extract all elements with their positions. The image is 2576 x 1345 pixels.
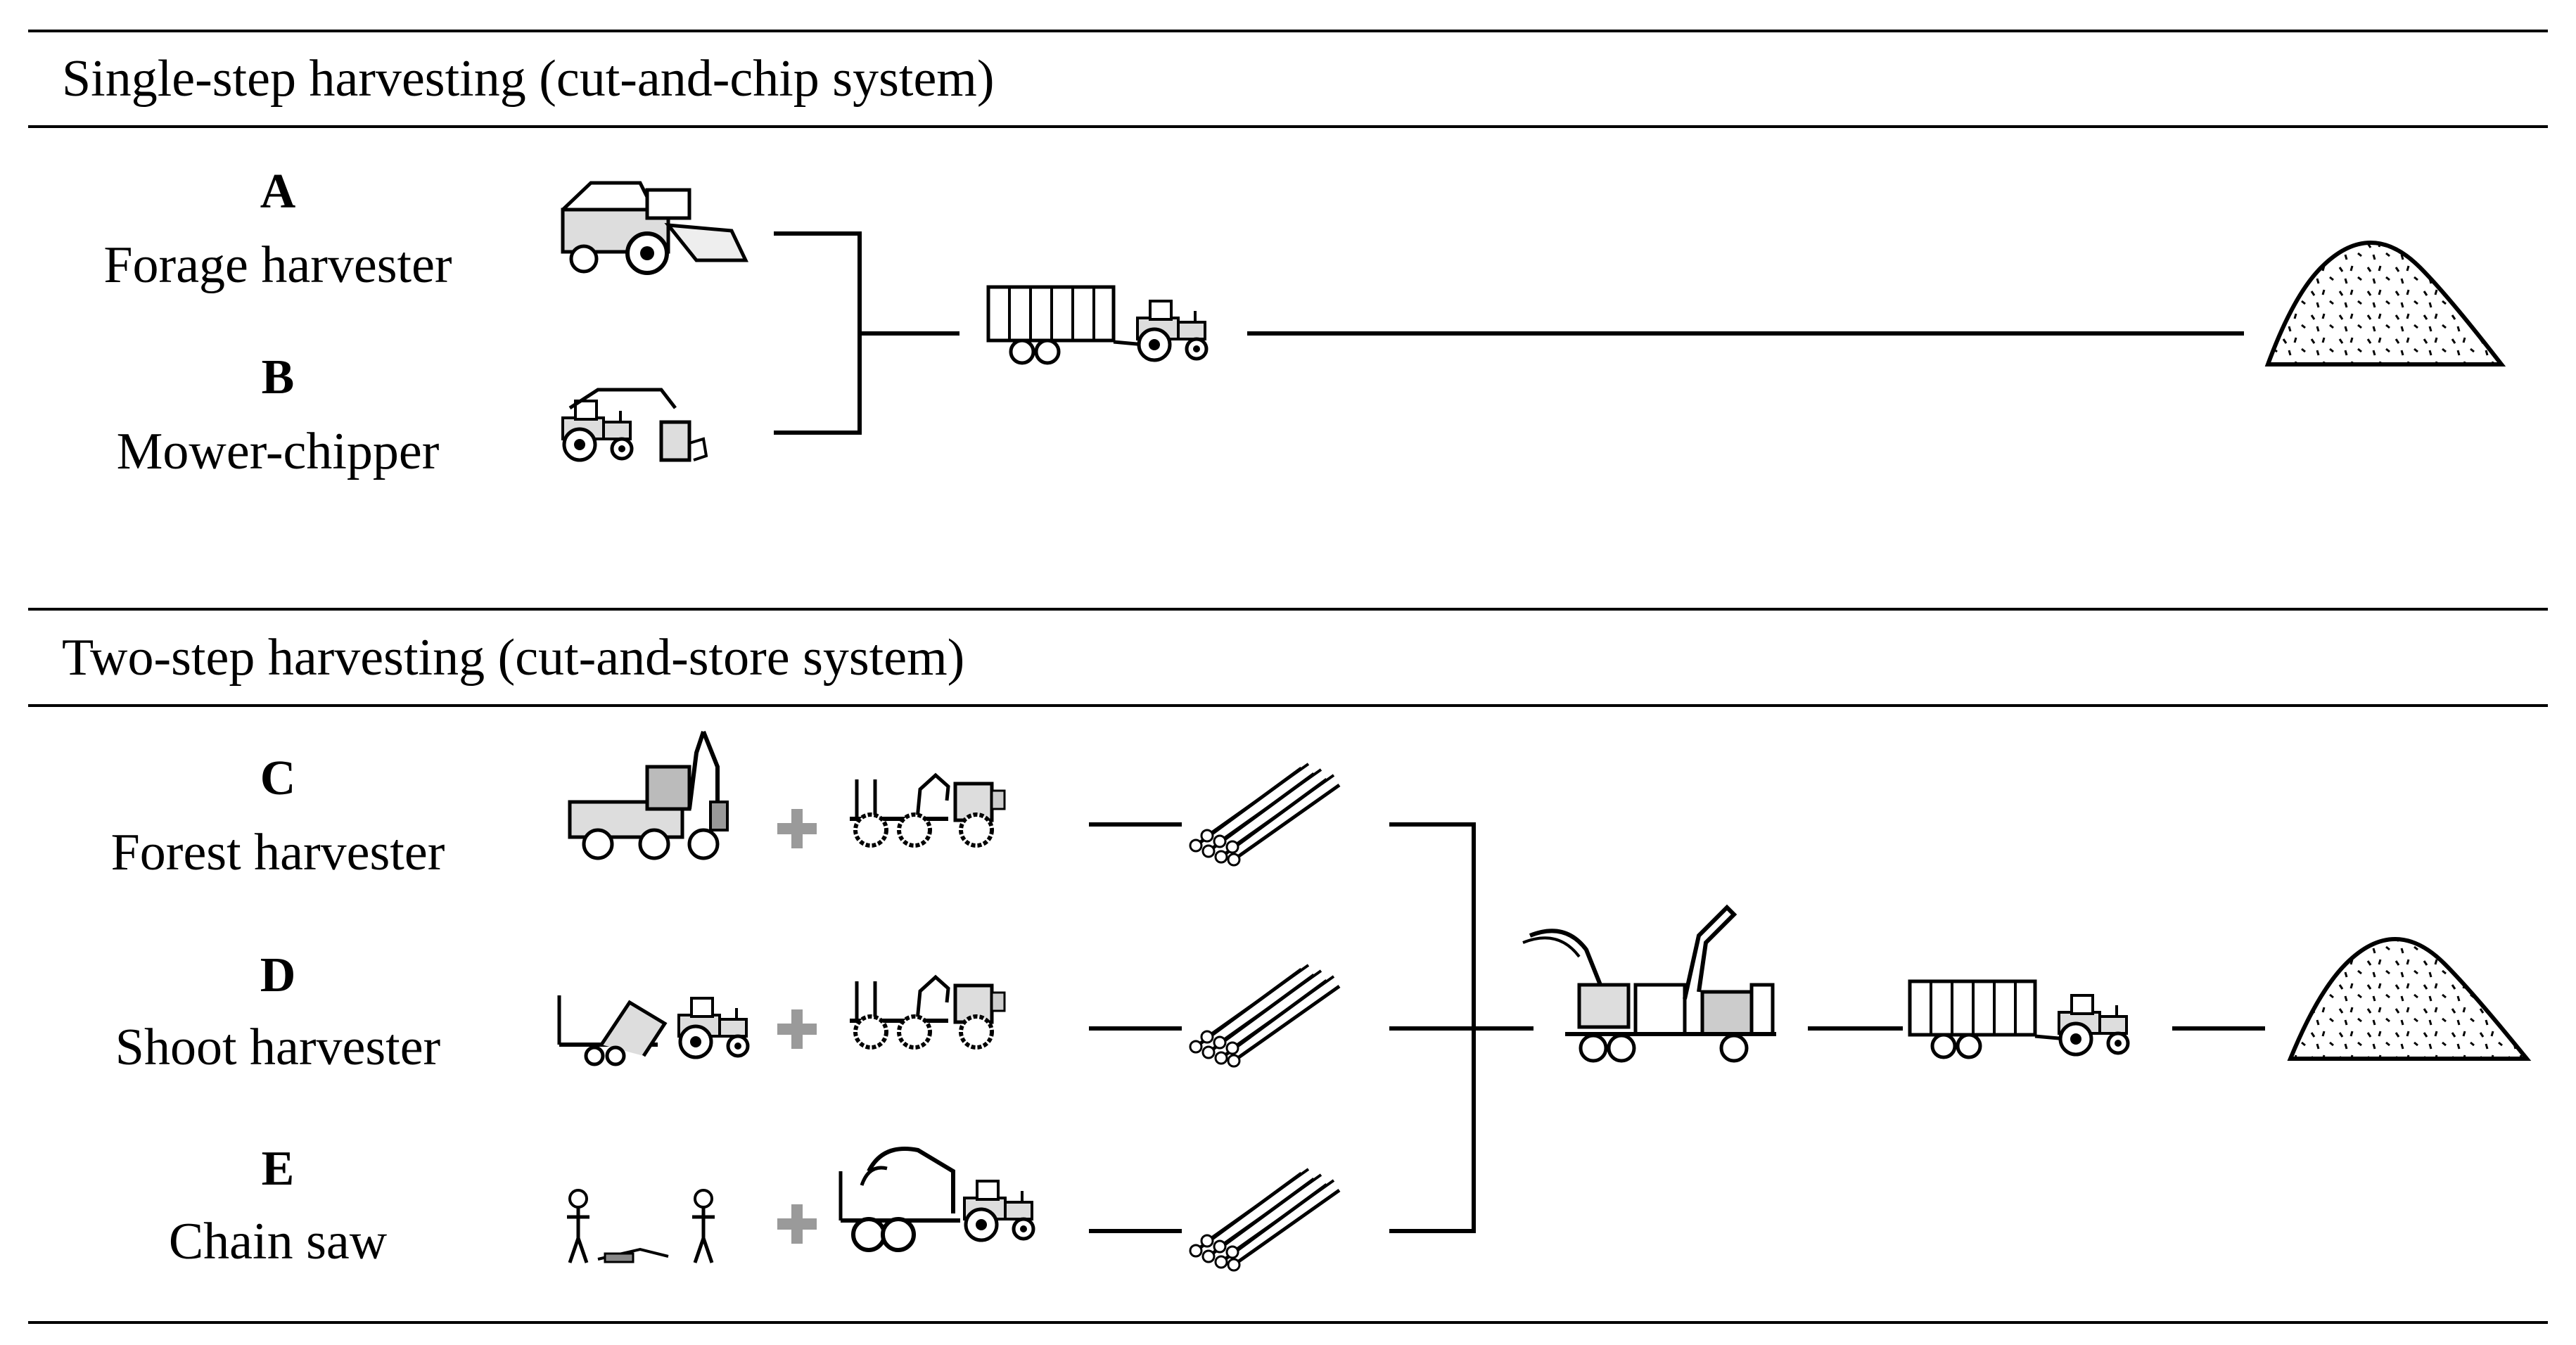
log-bundle-icon: [1190, 764, 1339, 865]
option-name-forest-harvester: Forest harvester: [110, 824, 445, 881]
option-letter-a: A: [260, 165, 296, 219]
truck-chipper-icon: [1522, 904, 1776, 1063]
shoot-harvester-icon: [557, 995, 748, 1066]
wood-chip-pile-icon: [2287, 937, 2532, 1061]
tractor-trailer-icon: [988, 287, 1206, 363]
log-bundle-icon: [1190, 965, 1339, 1066]
option-name-forage-harvester: Forage harvester: [103, 236, 452, 294]
option-name-chain-saw: Chain saw: [168, 1213, 388, 1270]
tractor-grapple-trailer-icon: [839, 1147, 1033, 1252]
tractor-trailer-icon: [1910, 981, 2128, 1057]
plus-icon: [777, 809, 817, 848]
forwarder-icon: [850, 775, 1005, 846]
option-letter-d: D: [260, 948, 296, 1002]
plus-icon: [777, 1204, 817, 1244]
option-name-shoot-harvester: Shoot harvester: [115, 1019, 441, 1076]
forage-harvester-icon: [561, 181, 748, 275]
chain-saw-workers-icon: [567, 1189, 715, 1263]
log-bundle-icon: [1190, 1169, 1339, 1270]
option-letter-b: B: [261, 350, 295, 404]
section-title-two-step: Two-step harvesting (cut-and-store syste…: [62, 629, 965, 687]
option-name-mower-chipper: Mower-chipper: [116, 423, 440, 480]
forest-harvester-icon: [568, 730, 729, 860]
mower-chipper-icon: [563, 388, 708, 462]
wood-chip-pile-icon: [2264, 241, 2506, 366]
option-letter-e: E: [261, 1142, 295, 1196]
plus-icon: [777, 1009, 817, 1049]
forwarder-icon: [850, 977, 1005, 1047]
section-title-single-step: Single-step harvesting (cut-and-chip sys…: [62, 50, 995, 108]
option-letter-c: C: [260, 751, 296, 805]
